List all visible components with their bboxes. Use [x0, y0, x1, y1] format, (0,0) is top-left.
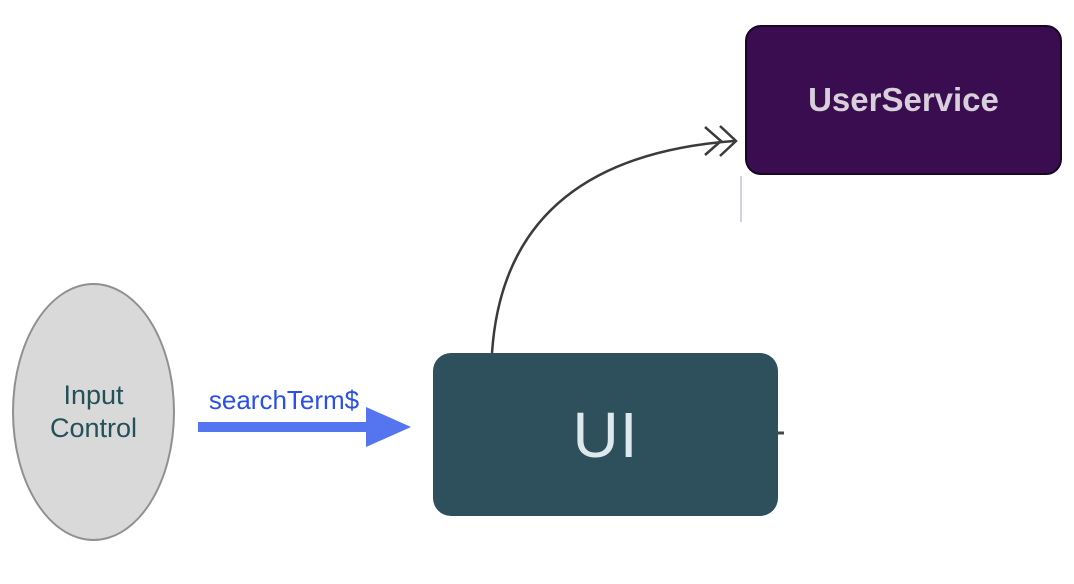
searchterm-edge-label: searchTerm$: [208, 385, 360, 415]
node-ui: UI: [433, 353, 778, 516]
node-input-control: Input Control: [12, 283, 175, 541]
node-ui-label: UI: [572, 398, 639, 471]
ui-to-userservice-curve: [490, 139, 735, 354]
double-chevron-arrowhead-icon: [704, 126, 723, 156]
node-user-service-label: UserService: [808, 81, 999, 118]
double-chevron-arrowhead-icon: [719, 125, 738, 157]
node-user-service: UserService: [745, 25, 1062, 175]
node-input-control-label-line2: Control: [49, 413, 138, 443]
searchterm-arrow-shaft: [198, 422, 368, 432]
searchterm-arrowhead-icon: [366, 407, 411, 447]
node-input-control-label-line1: Input: [63, 380, 124, 410]
